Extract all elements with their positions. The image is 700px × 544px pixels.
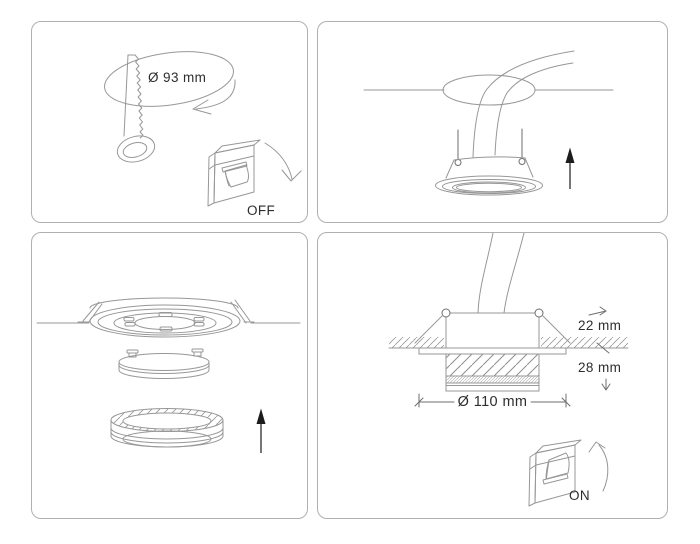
gx53-lamp-module (118, 348, 210, 379)
socket-contacts (123, 312, 205, 332)
decorative-trim-ring (110, 408, 224, 448)
ceiling-line (363, 74, 614, 106)
ceiling-section (388, 337, 629, 349)
rotation-arrow-icon (192, 79, 236, 115)
spring-arm-right (542, 315, 571, 344)
switch-on-label: ON (569, 488, 591, 503)
drywall-saw-icon (116, 54, 156, 163)
depth-below-label: 28 mm (578, 360, 622, 375)
diameter-dimension (414, 393, 571, 408)
step-2-insert-fixture-panel (317, 21, 668, 223)
mounted-ring (77, 297, 255, 338)
step-1-cut-hole-panel: Ø 93 mm OFF (31, 21, 308, 223)
step-2-drawing (363, 50, 614, 196)
step-3-assemble-panel (31, 232, 308, 519)
step-4-dimensions-panel: 22 mm 28 mm Ø 110 mm ON (317, 232, 668, 519)
up-arrow-icon (565, 147, 575, 189)
hole-diameter-label: Ø 93 mm (148, 70, 207, 85)
step-4-drawing (388, 233, 629, 507)
spring-clips (454, 128, 526, 166)
trim-diameter-label: Ø 110 mm (457, 394, 528, 410)
diffuser-band (445, 375, 540, 384)
fixture-housing-section (414, 308, 571, 392)
switch-off-label: OFF (247, 203, 276, 218)
supply-cable (472, 50, 575, 158)
fixture-housing (435, 156, 543, 196)
ceiling-hole-ellipse (104, 51, 234, 107)
turn-off-arrow-icon (264, 142, 302, 182)
power-off-switch-icon (207, 139, 261, 207)
trim-ring-section (445, 353, 540, 377)
trim-flange (418, 347, 567, 355)
spring-arm-left (414, 315, 443, 344)
step-3-drawing (36, 297, 301, 453)
step-1-drawing (104, 51, 302, 207)
lamp-band (445, 382, 540, 392)
up-arrow-icon (256, 408, 266, 453)
depth-dimension-marks (588, 306, 611, 391)
ceiling-hole-ellipse (442, 74, 536, 106)
power-on-switch-icon (528, 439, 582, 507)
depth-above-label: 22 mm (578, 318, 622, 333)
supply-cable (477, 233, 525, 314)
turn-on-arrow-icon (588, 441, 609, 492)
